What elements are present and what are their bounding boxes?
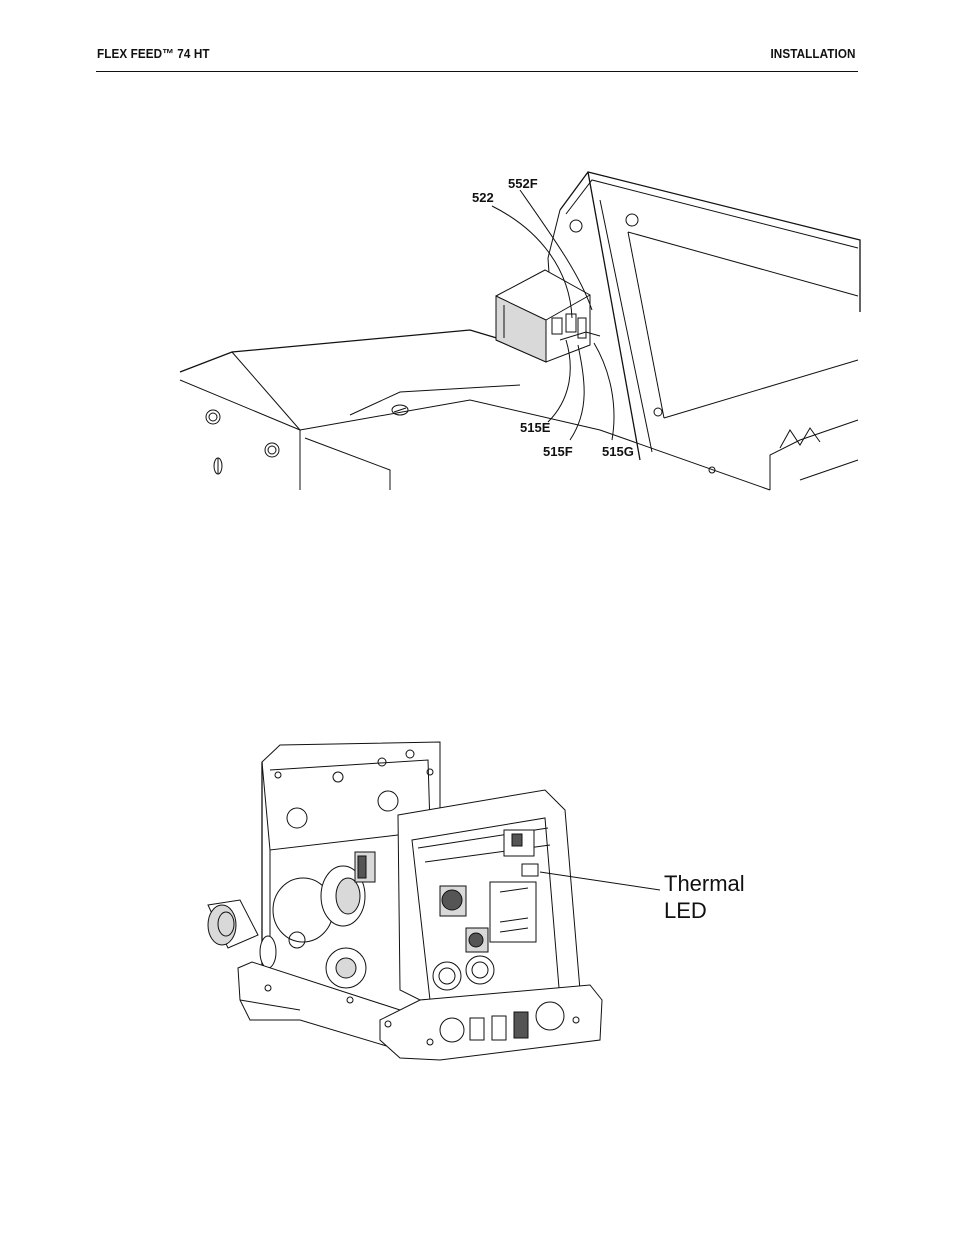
feeder-assembly-drawing xyxy=(207,741,603,1061)
callout-552f: 552F xyxy=(508,176,538,191)
callout-515g: 515G xyxy=(602,444,634,459)
callout-leaders xyxy=(491,189,615,441)
tilted-panel-drawing xyxy=(547,171,861,461)
base-plate-drawing xyxy=(179,329,859,491)
callout-515f: 515F xyxy=(543,444,573,459)
relay-drawing xyxy=(495,269,601,363)
thermal-label-line1: Thermal xyxy=(664,871,745,896)
header-product-title: FLEX FEED™ 74 HT xyxy=(97,46,210,61)
callout-522: 522 xyxy=(472,190,494,205)
header-section-title: INSTALLATION xyxy=(770,46,856,61)
thermal-label-line2: LED xyxy=(664,898,707,923)
header-divider xyxy=(96,71,858,72)
callout-515e: 515E xyxy=(520,420,551,435)
thermal-led-leader xyxy=(539,871,661,891)
